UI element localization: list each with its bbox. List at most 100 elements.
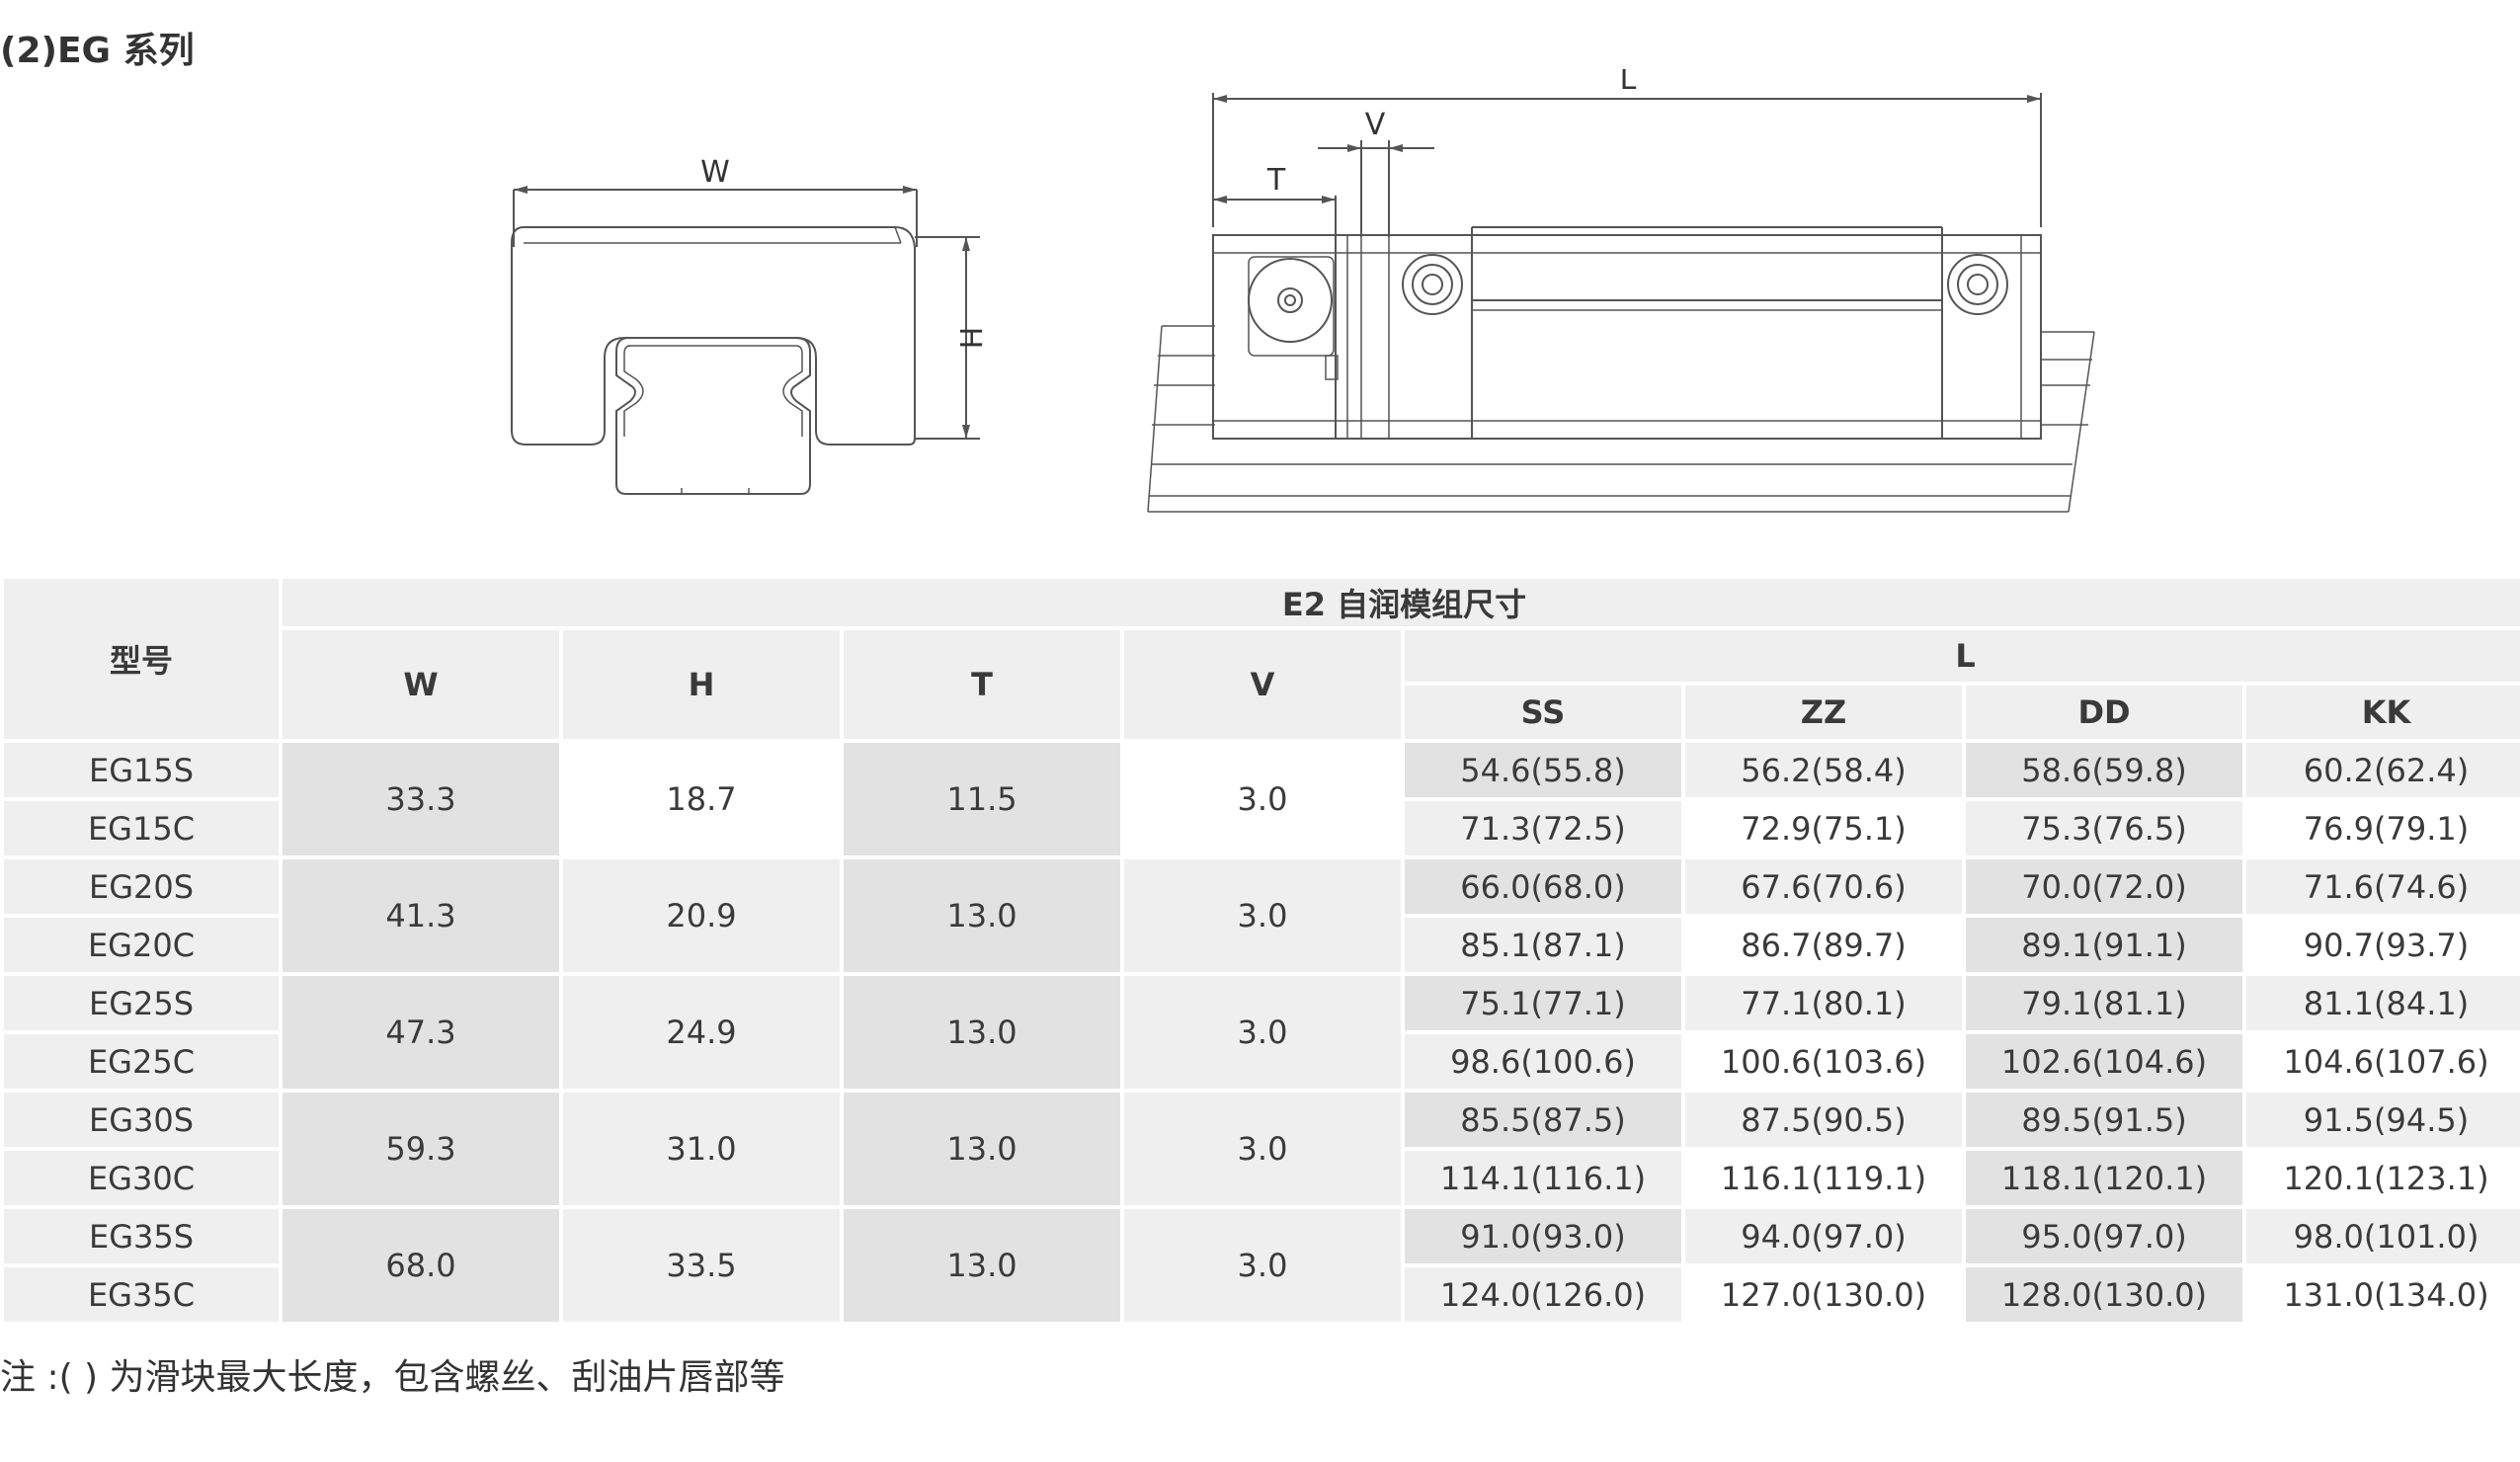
- t-cell: 13.0: [844, 859, 1120, 972]
- t-cell: 13.0: [844, 976, 1120, 1089]
- l-dd-cell: 70.0(72.0): [1966, 859, 2242, 914]
- t-cell: 13.0: [844, 1209, 1120, 1322]
- l-kk-cell: 91.5(94.5): [2246, 1093, 2520, 1147]
- v-cell: 3.0: [1124, 976, 1401, 1089]
- l-kk-cell: 90.7(93.7): [2246, 918, 2520, 972]
- l-zz-cell: 116.1(119.1): [1685, 1151, 1962, 1205]
- model-cell: EG20C: [4, 918, 279, 972]
- table-row: EG15C 71.3(72.5) 72.9(75.1) 75.3(76.5) 7…: [4, 801, 2520, 855]
- l-dd-cell: 118.1(120.1): [1966, 1151, 2242, 1205]
- table-row: EG30C 114.1(116.1) 116.1(119.1) 118.1(12…: [4, 1151, 2520, 1205]
- l-zz-cell: 86.7(89.7): [1685, 918, 1962, 972]
- h-cell: 33.5: [563, 1209, 840, 1322]
- model-cell: EG20S: [4, 859, 279, 914]
- l-kk-cell: 81.1(84.1): [2246, 976, 2520, 1030]
- l-zz-cell: 87.5(90.5): [1685, 1093, 1962, 1147]
- l-ss-cell: 54.6(55.8): [1405, 743, 1681, 797]
- table-row: EG20C 85.1(87.1) 86.7(89.7) 89.1(91.1) 9…: [4, 918, 2520, 972]
- l-kk-cell: 60.2(62.4): [2246, 743, 2520, 797]
- header-l-dd: DD: [1966, 686, 2242, 739]
- side-view-drawing: [1147, 93, 2095, 513]
- v-cell: 3.0: [1124, 743, 1401, 855]
- l-zz-cell: 94.0(97.0): [1685, 1209, 1962, 1263]
- h-cell: 20.9: [563, 859, 840, 972]
- v-cell: 3.0: [1124, 1093, 1401, 1205]
- front-view-drawing: [511, 186, 980, 495]
- h-cell: 24.9: [563, 976, 840, 1089]
- l-kk-cell: 120.1(123.1): [2246, 1151, 2520, 1205]
- l-zz-cell: 77.1(80.1): [1685, 976, 1962, 1030]
- w-cell: 68.0: [283, 1209, 559, 1322]
- l-zz-cell: 100.6(103.6): [1685, 1034, 1962, 1089]
- model-cell: EG25S: [4, 976, 279, 1030]
- l-ss-cell: 66.0(68.0): [1405, 859, 1681, 914]
- l-kk-cell: 76.9(79.1): [2246, 801, 2520, 855]
- model-cell: EG30S: [4, 1093, 279, 1147]
- header-l-ss: SS: [1405, 686, 1681, 739]
- t-cell: 13.0: [844, 1093, 1120, 1205]
- v-cell: 3.0: [1124, 1209, 1401, 1322]
- model-cell: EG35S: [4, 1209, 279, 1263]
- technical-drawings: W H: [511, 69, 2095, 513]
- model-cell: EG35C: [4, 1267, 279, 1322]
- dim-label-l: L: [1620, 69, 1637, 97]
- l-ss-cell: 114.1(116.1): [1405, 1151, 1681, 1205]
- header-group: E2 自润模组尺寸: [283, 579, 2520, 626]
- l-dd-cell: 58.6(59.8): [1966, 743, 2242, 797]
- l-ss-cell: 98.6(100.6): [1405, 1034, 1681, 1089]
- w-cell: 33.3: [283, 743, 559, 855]
- dimension-table: 型号 E2 自润模组尺寸 W H T V L SS ZZ DD KK EG15S…: [0, 575, 2520, 1326]
- table-row: EG15S 33.3 18.7 11.5 3.0 54.6(55.8) 56.2…: [4, 743, 2520, 855]
- footnote: 注 :( ) 为滑块最大长度，包含螺丝、刮油片唇部等: [0, 1357, 785, 1398]
- l-dd-cell: 95.0(97.0): [1966, 1209, 2242, 1263]
- l-dd-cell: 89.1(91.1): [1966, 918, 2242, 972]
- l-ss-cell: 85.5(87.5): [1405, 1093, 1681, 1147]
- v-cell: 3.0: [1124, 859, 1401, 972]
- header-v: V: [1124, 630, 1401, 739]
- l-ss-cell: 91.0(93.0): [1405, 1209, 1681, 1263]
- l-kk-cell: 104.6(107.6): [2246, 1034, 2520, 1089]
- l-dd-cell: 128.0(130.0): [1966, 1267, 2242, 1322]
- l-ss-cell: 124.0(126.0): [1405, 1267, 1681, 1322]
- header-l-zz: ZZ: [1685, 686, 1962, 739]
- l-dd-cell: 75.3(76.5): [1966, 801, 2242, 855]
- dim-label-v: V: [1365, 108, 1386, 142]
- section-title: (2)EG 系列: [0, 31, 195, 71]
- table-row: EG25C 98.6(100.6) 100.6(103.6) 102.6(104…: [4, 1034, 2520, 1089]
- l-ss-cell: 71.3(72.5): [1405, 801, 1681, 855]
- dim-label-w: W: [700, 155, 730, 190]
- table-row: EG20S 41.3 20.9 13.0 3.0 66.0(68.0) 67.6…: [4, 859, 2520, 972]
- table-row: EG35S 68.0 33.5 13.0 3.0 91.0(93.0) 94.0…: [4, 1209, 2520, 1322]
- header-l-kk: KK: [2246, 686, 2520, 739]
- l-kk-cell: 71.6(74.6): [2246, 859, 2520, 914]
- w-cell: 59.3: [283, 1093, 559, 1205]
- table-row: EG25S 47.3 24.9 13.0 3.0 75.1(77.1) 77.1…: [4, 976, 2520, 1089]
- header-t: T: [844, 630, 1120, 739]
- header-w: W: [283, 630, 559, 739]
- model-cell: EG25C: [4, 1034, 279, 1089]
- h-cell: 31.0: [563, 1093, 840, 1205]
- dim-label-h: H: [952, 327, 987, 350]
- w-cell: 47.3: [283, 976, 559, 1089]
- l-kk-cell: 98.0(101.0): [2246, 1209, 2520, 1263]
- l-dd-cell: 102.6(104.6): [1966, 1034, 2242, 1089]
- l-dd-cell: 89.5(91.5): [1966, 1093, 2242, 1147]
- header-model: 型号: [4, 579, 279, 739]
- l-kk-cell: 131.0(134.0): [2246, 1267, 2520, 1322]
- h-cell: 18.7: [563, 743, 840, 855]
- t-cell: 11.5: [844, 743, 1120, 855]
- l-zz-cell: 56.2(58.4): [1685, 743, 1962, 797]
- model-cell: EG15S: [4, 743, 279, 797]
- table-row: EG30S 59.3 31.0 13.0 3.0 85.5(87.5) 87.5…: [4, 1093, 2520, 1205]
- table-row: EG35C 124.0(126.0) 127.0(130.0) 128.0(13…: [4, 1267, 2520, 1322]
- l-dd-cell: 79.1(81.1): [1966, 976, 2242, 1030]
- l-zz-cell: 127.0(130.0): [1685, 1267, 1962, 1322]
- dim-label-t: T: [1266, 163, 1286, 198]
- model-cell: EG15C: [4, 801, 279, 855]
- l-ss-cell: 85.1(87.1): [1405, 918, 1681, 972]
- header-l: L: [1405, 630, 2520, 682]
- model-cell: EG30C: [4, 1151, 279, 1205]
- l-zz-cell: 72.9(75.1): [1685, 801, 1962, 855]
- l-ss-cell: 75.1(77.1): [1405, 976, 1681, 1030]
- w-cell: 41.3: [283, 859, 559, 972]
